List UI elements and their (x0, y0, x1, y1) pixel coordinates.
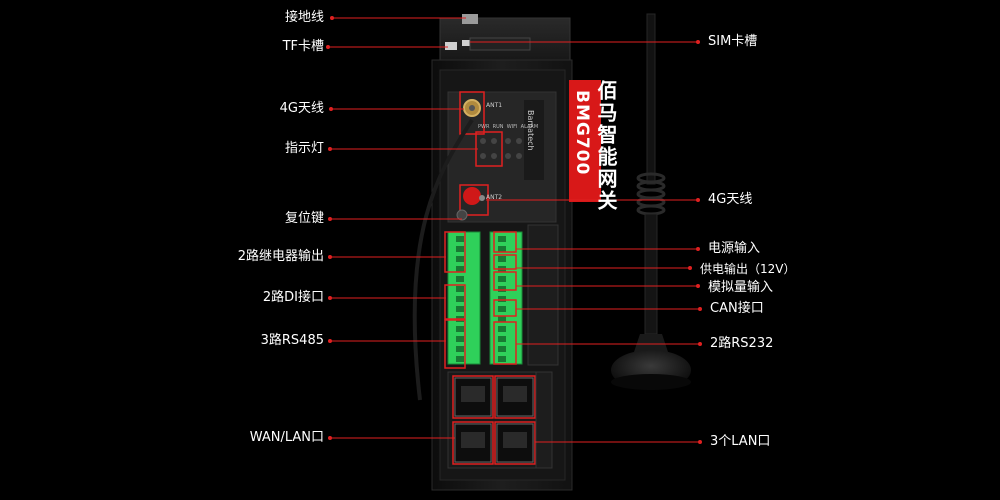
callout-wan-lan: WAN/LAN口 (249, 430, 324, 445)
ethernet-ports (447, 371, 553, 469)
terminal-screw (498, 236, 506, 242)
antenna-coil (636, 172, 666, 216)
reset-button (456, 184, 489, 221)
terminal-screw (456, 296, 464, 302)
terminal-screw (498, 326, 506, 332)
product-name: 佰马智能网关 (594, 80, 618, 212)
callout-4g-antenna-top: 4G天线 (279, 101, 324, 116)
terminal-screw (456, 266, 464, 272)
terminal-screw (456, 276, 464, 282)
terminal-screw (456, 356, 464, 362)
terminal-screw (456, 246, 464, 252)
external-antenna (611, 13, 691, 390)
callout-rs232: 2路RS232 (710, 336, 774, 351)
callout-analog-input: 模拟量输入 (708, 280, 774, 295)
led-label: RUN (492, 124, 504, 130)
brand-mark: Bamatech (526, 110, 535, 151)
ant2-mark: ANT2 (486, 194, 503, 201)
callout-tf-card-slot: TF卡槽 (282, 39, 324, 54)
callout-power-input: 电源输入 (708, 241, 761, 256)
callout-di-interface: 2路DI接口 (262, 290, 324, 305)
terminal-screw (498, 286, 506, 292)
led-label: ALARM (520, 124, 539, 130)
tf-card-slot (445, 42, 457, 50)
callout-relay-output: 2路继电器输出 (237, 249, 324, 264)
antenna-cable (412, 118, 474, 401)
led-label-row-top: PWR RUN WIFI ALARM (478, 124, 538, 130)
leader-dots-left (326, 16, 334, 440)
terminal-screw (498, 306, 506, 312)
brand-strip (524, 100, 544, 180)
terminal-screw (498, 296, 506, 302)
terminal-screw (456, 286, 464, 292)
product-banner (569, 80, 601, 202)
product-model: BMG700 (572, 90, 592, 176)
terminal-screw (456, 236, 464, 242)
antenna-connector-1 (459, 91, 485, 135)
leader-lines-left (328, 17, 478, 439)
callout-indicator-leds: 指示灯 (284, 141, 324, 156)
terminal-screw (498, 256, 506, 262)
led-label: WIFI (506, 124, 518, 130)
led-label: PWR (478, 124, 490, 130)
terminal-screw (456, 336, 464, 342)
terminal-screw (456, 346, 464, 352)
leader-dots-right (688, 40, 702, 444)
ant1-mark: ANT1 (486, 102, 503, 109)
gateway-device (412, 14, 573, 491)
ground-terminal (462, 14, 478, 24)
terminal-screw (498, 356, 506, 362)
terminal-screw (456, 256, 464, 262)
callout-can-interface: CAN接口 (710, 301, 764, 316)
callout-power-output: 供电输出（12V） (700, 262, 796, 276)
callout-ground: 接地线 (284, 10, 324, 25)
antenna-connector-2 (479, 195, 485, 201)
leader-lines-right (470, 41, 700, 443)
terminal-blocks (444, 224, 559, 369)
terminal-screw (456, 326, 464, 332)
callout-lan-ports: 3个LAN口 (710, 434, 771, 449)
terminal-screw (498, 316, 506, 322)
callout-sim-card-slot: SIM卡槽 (708, 34, 758, 49)
terminal-screw (498, 246, 506, 252)
callout-rs485: 3路RS485 (260, 333, 324, 348)
callout-reset-button: 复位键 (284, 211, 324, 226)
terminal-screw (498, 346, 506, 352)
terminal-screw (498, 336, 506, 342)
callout-4g-antenna-side: 4G天线 (708, 192, 753, 207)
terminal-screw (456, 306, 464, 312)
terminal-screw (498, 276, 506, 282)
